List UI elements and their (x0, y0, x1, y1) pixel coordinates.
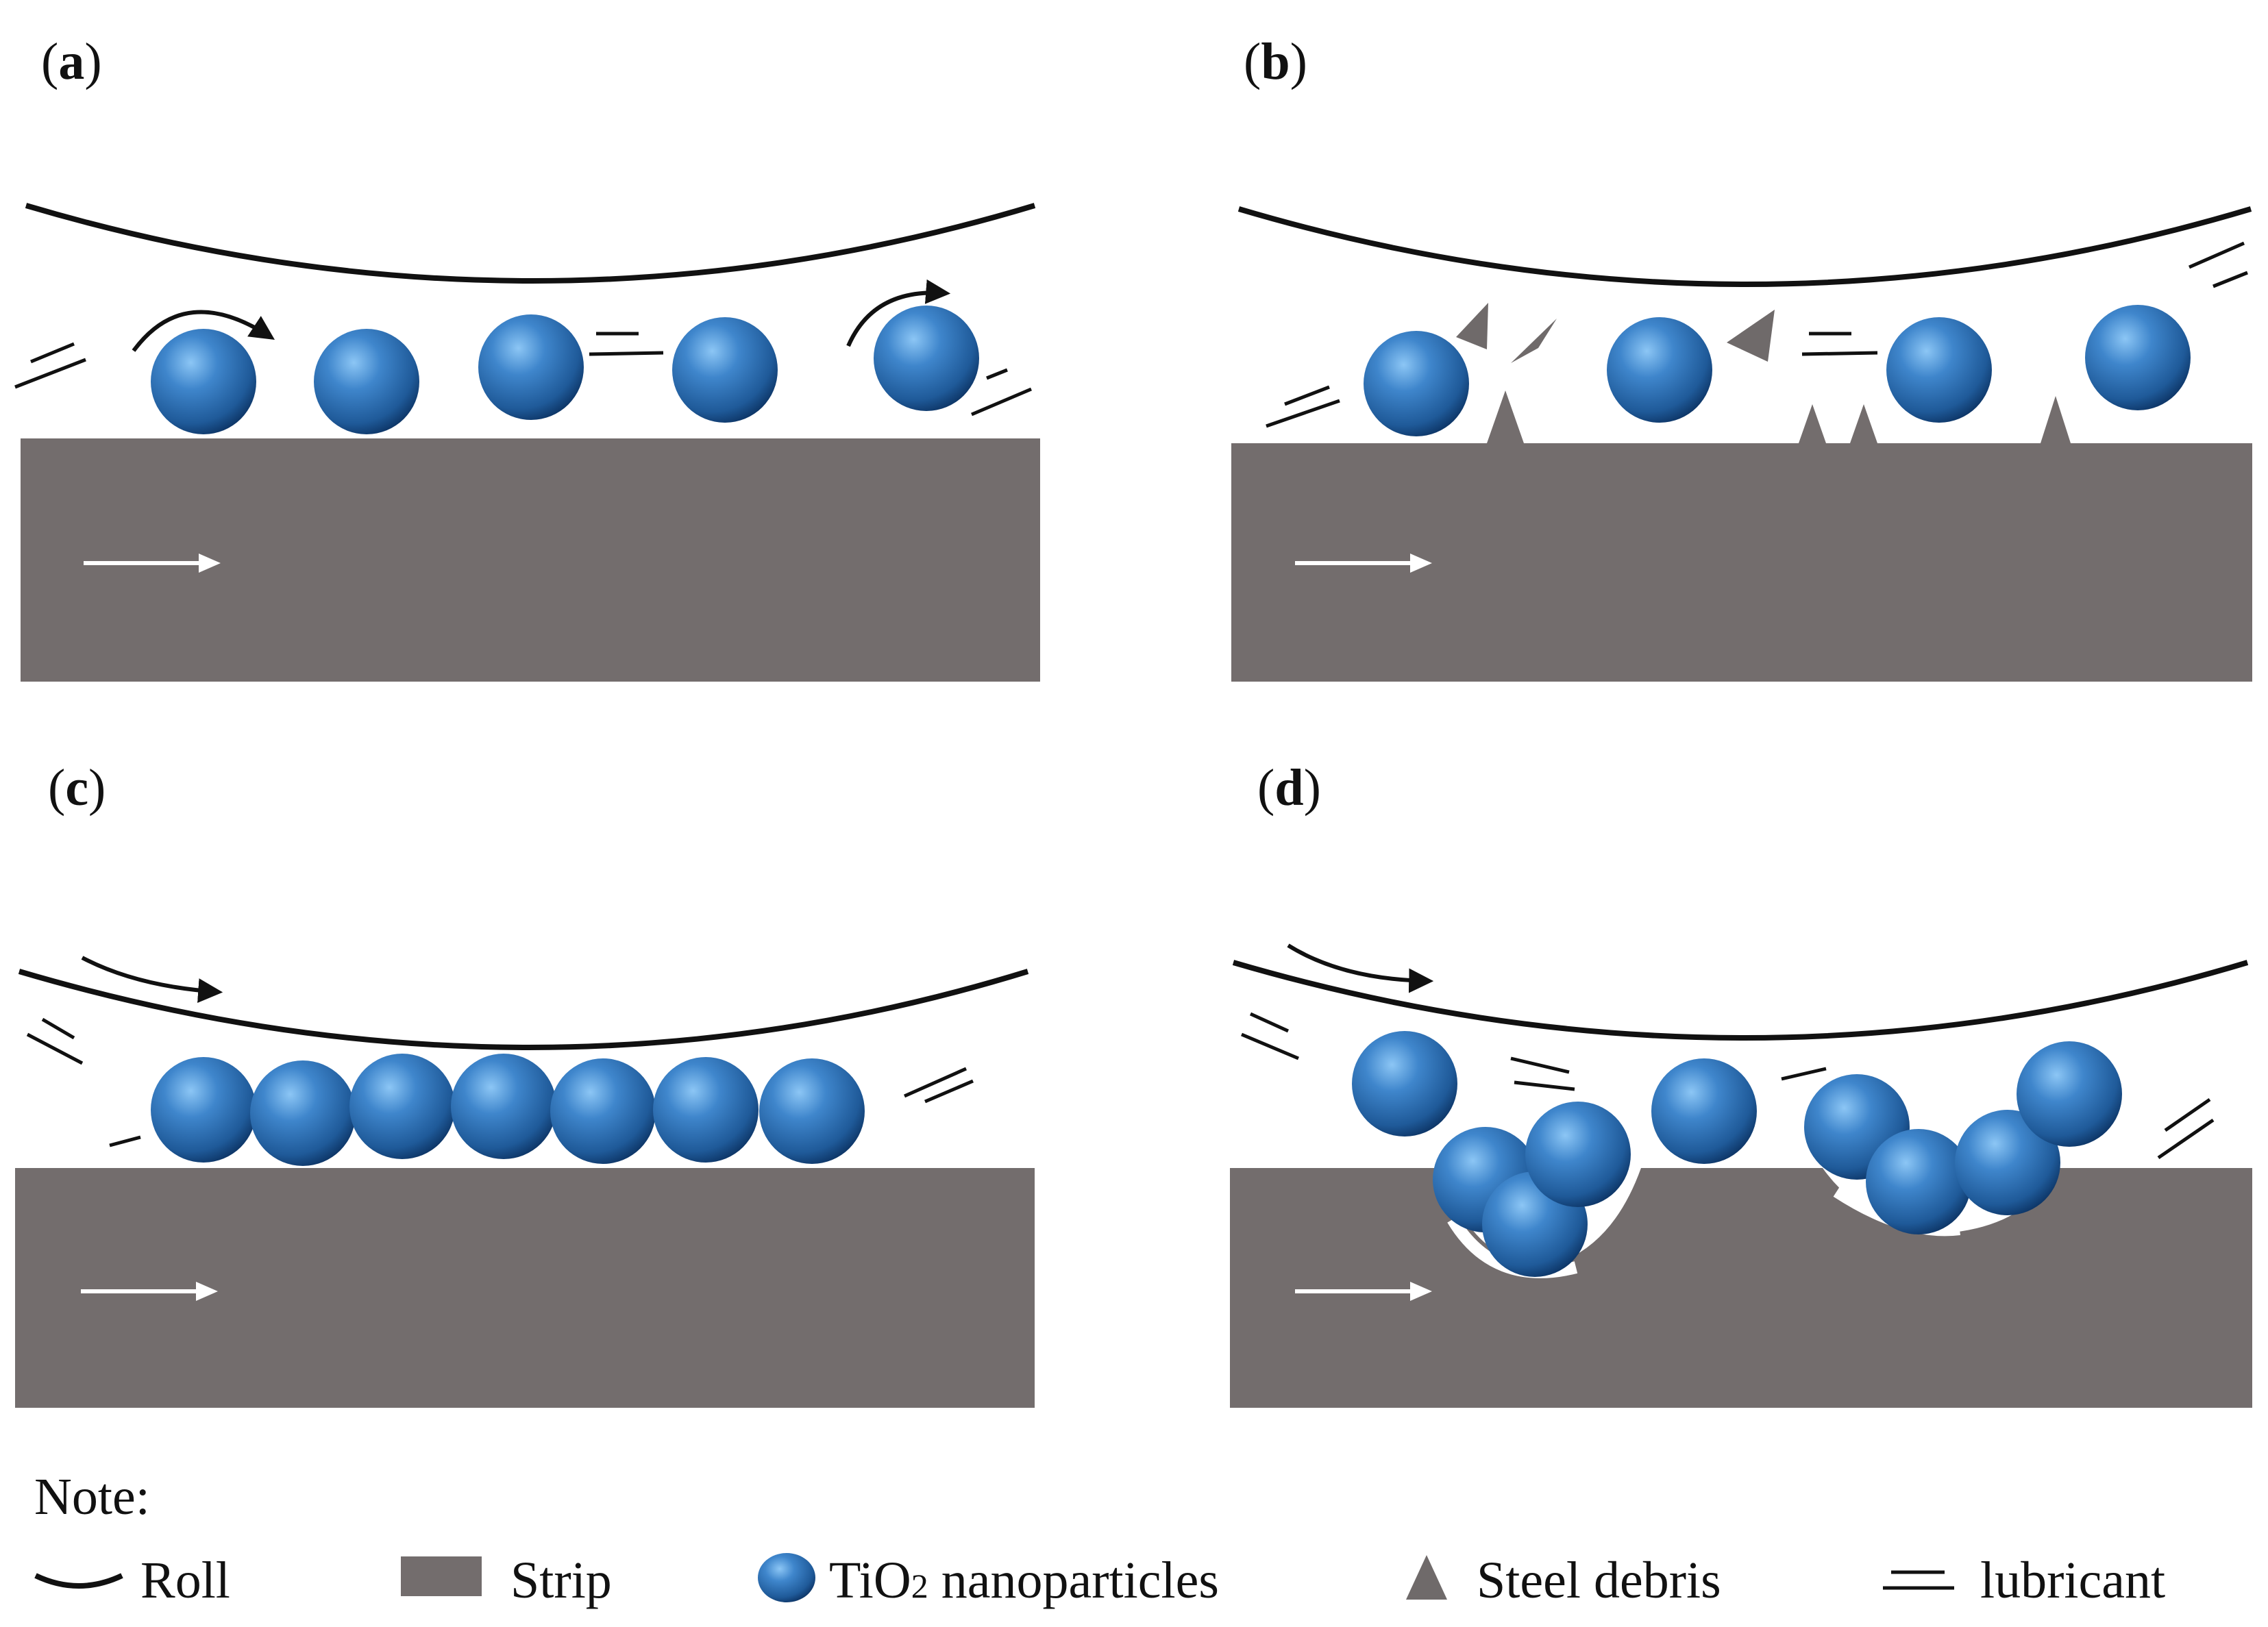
rotation-arrow (132, 310, 275, 352)
tio2-nanoparticle (1607, 317, 1712, 423)
tio2-nanoparticle (1886, 317, 1992, 423)
legend-roll-label: Roll (140, 1552, 230, 1609)
tio2-nanoparticle (250, 1060, 356, 1166)
triangle-icon (1406, 1555, 1447, 1600)
lubricant-marks (26, 1017, 974, 1147)
legend-title: Note: (34, 1468, 150, 1526)
strip (21, 438, 1040, 682)
roll-direction-arrow (81, 956, 223, 1004)
strip (1230, 1168, 2252, 1408)
roll-arc (1237, 206, 2252, 287)
strip-direction-arrowhead (196, 1282, 218, 1301)
strip-direction-arrowhead (199, 554, 221, 573)
tio2-nanoparticle (451, 1054, 556, 1159)
roll-arc (1232, 960, 2249, 1041)
steel-debris (1727, 310, 1775, 362)
double-line-icon (1883, 1570, 1954, 1590)
tio2-nanoparticle (1364, 331, 1469, 436)
sphere-icon (758, 1553, 815, 1602)
tio2-nanoparticle (151, 329, 256, 434)
tio2-nanoparticle (2017, 1041, 2122, 1147)
rotation-arrow (846, 279, 951, 347)
tio2-nanoparticle (672, 317, 778, 423)
tio2-nanoparticle (1352, 1031, 1457, 1137)
tio2-nanoparticle (550, 1058, 656, 1164)
panel-b-label: (b) (1244, 33, 1307, 90)
panel-d: (d) (1230, 759, 2252, 1408)
tio2-nanoparticle (1955, 1110, 2060, 1215)
legend-lubricant-label: lubricant (1980, 1552, 2165, 1609)
panel-a: (a) (14, 33, 1040, 682)
strip (15, 1168, 1035, 1408)
panel-c-label: (c) (48, 759, 106, 817)
panel-b: (b) (1231, 33, 2252, 682)
roll-arc-icon (34, 1573, 123, 1589)
tio2-nanoparticle (759, 1058, 865, 1164)
tio2-nanoparticle (2085, 305, 2191, 410)
tio2-nanoparticle (349, 1054, 455, 1159)
roll-direction-arrow (1287, 943, 1434, 993)
tio2-nanoparticle (314, 329, 419, 434)
tio2-nanoparticle (151, 1057, 256, 1163)
tio2-nanoparticle (1651, 1058, 1757, 1164)
tio2-nanoparticle (874, 306, 979, 411)
tio2-nanoparticle (653, 1057, 759, 1163)
strip (1231, 390, 2252, 682)
tio2-nanoparticle (1866, 1129, 1971, 1234)
roll-arc (18, 969, 1029, 1050)
steel-debris (1456, 303, 1488, 349)
panel-a-label: (a) (41, 33, 102, 90)
lubricant-marks (1266, 241, 2248, 428)
strip-rect-icon (401, 1556, 482, 1596)
lubricant-marks (14, 332, 1032, 417)
legend-nanoparticles-label: TiO2 nanoparticles (829, 1552, 1219, 1609)
legend-debris-label: Steel debris (1477, 1552, 1721, 1609)
strip-direction-arrowhead (1410, 554, 1432, 573)
roll-arc (25, 203, 1036, 284)
strip-direction-arrowhead (1410, 1282, 1432, 1301)
tio2-nanoparticle (478, 314, 584, 420)
panel-d-label: (d) (1257, 759, 1321, 817)
legend-strip-label: Strip (510, 1552, 612, 1609)
legend: Note: Roll Strip TiO2 nanoparticles Stee… (34, 1468, 2165, 1609)
tio2-nanoparticle (1525, 1102, 1631, 1207)
panel-c: (c) (15, 759, 1035, 1408)
steel-debris (1511, 319, 1557, 363)
lubricant-marks (1241, 1012, 2215, 1160)
